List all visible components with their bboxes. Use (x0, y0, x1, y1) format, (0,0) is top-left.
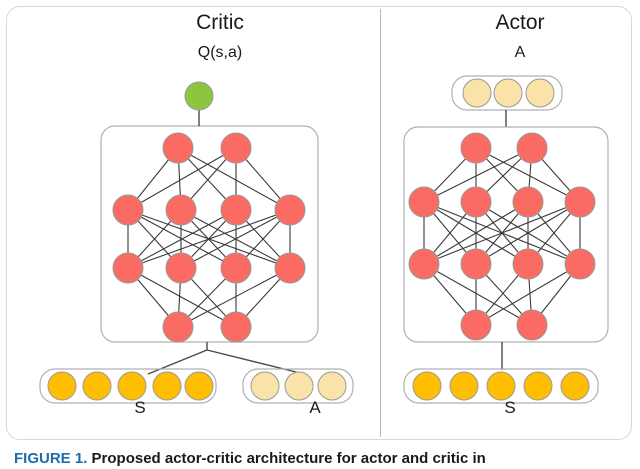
critic-input-connector (147, 342, 305, 375)
critic-network-group (100, 125, 319, 343)
state-node (117, 371, 147, 401)
figure-caption-text: Proposed actor-critic architecture for a… (91, 450, 486, 467)
actor-node (564, 248, 596, 280)
action-node (250, 371, 280, 401)
actor-node (516, 309, 548, 341)
actor-output-nodes (462, 78, 555, 108)
actor-network-group (403, 126, 609, 343)
figure-caption-tag: FIGURE 1. (14, 450, 88, 467)
critic-node (220, 132, 252, 164)
actor-node (460, 309, 492, 341)
action-node (525, 78, 555, 108)
critic-action-nodes (250, 371, 347, 401)
actor-node (460, 186, 492, 218)
critic-output-label: Q(s,a) (197, 44, 243, 61)
state-node (47, 371, 77, 401)
state-node (184, 371, 214, 401)
actor-node (512, 248, 544, 280)
action-node (462, 78, 492, 108)
actor-layer1-nodes (408, 186, 596, 218)
critic-layer1-nodes (112, 194, 306, 226)
actor-node (460, 132, 492, 164)
critic-edges-l0-l1 (127, 147, 291, 211)
critic-layer2-nodes (112, 252, 306, 284)
critic-action-label: A (309, 398, 321, 417)
state-node (560, 371, 590, 401)
critic-state-label: S (134, 398, 146, 417)
state-node (449, 371, 479, 401)
actor-node (516, 132, 548, 164)
action-node (284, 371, 314, 401)
figure-caption: FIGURE 1. Proposed actor-critic architec… (14, 449, 634, 468)
action-node (493, 78, 523, 108)
critic-node (220, 311, 252, 343)
actor-layer3-nodes (460, 309, 548, 341)
actor-state-label: S (504, 398, 516, 417)
actor-panel-title: Actor (495, 11, 545, 34)
state-node (486, 371, 516, 401)
state-node (82, 371, 112, 401)
actor-edges-l0-l1 (423, 147, 581, 203)
critic-state-box (39, 368, 217, 404)
critic-edges-l1-l2 (127, 209, 291, 269)
critic-state-nodes (47, 371, 214, 401)
critic-node (165, 252, 197, 284)
state-node (152, 371, 182, 401)
critic-layer0-nodes (162, 132, 252, 164)
state-node (412, 371, 442, 401)
critic-node (162, 132, 194, 164)
actor-layer0-nodes (460, 132, 548, 164)
critic-node (274, 252, 306, 284)
actor-output-box (451, 75, 563, 111)
actor-edges-l1-l2 (423, 201, 581, 265)
critic-node (165, 194, 197, 226)
critic-node (162, 311, 194, 343)
actor-node (408, 248, 440, 280)
actor-edges-l2-l3 (423, 263, 581, 326)
critic-node (220, 252, 252, 284)
critic-q-node (184, 81, 214, 111)
actor-node (564, 186, 596, 218)
critic-action-box (242, 368, 354, 404)
critic-node (220, 194, 252, 226)
actor-state-box (403, 368, 599, 404)
critic-layer3-nodes (162, 311, 252, 343)
critic-node (274, 194, 306, 226)
actor-node (460, 248, 492, 280)
critic-edges-l2-l3 (127, 267, 291, 328)
critic-node (112, 252, 144, 284)
actor-node (408, 186, 440, 218)
action-node (317, 371, 347, 401)
state-node (523, 371, 553, 401)
actor-state-nodes (412, 371, 590, 401)
panel-divider (380, 9, 381, 437)
actor-layer2-nodes (408, 248, 596, 280)
critic-panel-title: Critic (196, 11, 244, 34)
actor-output-label: A (514, 44, 526, 61)
actor-node (512, 186, 544, 218)
critic-node (112, 194, 144, 226)
